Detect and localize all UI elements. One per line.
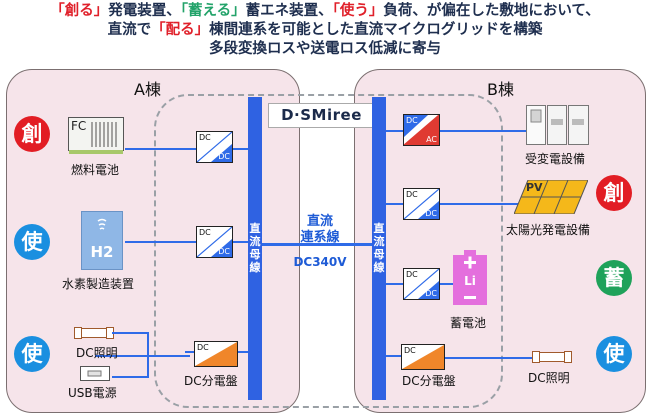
dc-panel-b: DC <box>401 344 445 370</box>
h2-mark: H2 <box>90 243 114 261</box>
bus-b <box>372 97 386 400</box>
battery-icon: Li <box>453 250 487 305</box>
battery-label: 蓄電池 <box>450 316 487 330</box>
header-l1-s6: 負荷、が偏在した敷地において、 <box>383 3 600 19</box>
line-a-load <box>95 355 190 357</box>
substation-icon <box>526 105 590 145</box>
dc-panel-a-label: DC分電盤 <box>184 374 238 388</box>
tie-label-2: 連系線 <box>300 230 340 245</box>
dc-panel-a-mark: DC <box>197 343 209 352</box>
tie-label-1: 直流 <box>306 214 333 229</box>
dsmiree-logo: D·SMiree <box>268 103 375 128</box>
pv-label: 太陽光発電設備 <box>506 223 591 237</box>
load-bracket-a <box>112 332 149 378</box>
header-line-1: 「創る」発電装置、「蓄える」蓄エネ装置、「使う」負荷、が偏在した敷地において、 <box>0 2 650 20</box>
converter-fc-in: DC <box>199 133 211 142</box>
dc-grid-boundary <box>154 94 503 408</box>
line-h2 <box>125 241 248 243</box>
converter-h2-in: DC <box>199 228 211 237</box>
role-store-b: 蓄 <box>596 260 632 296</box>
tie-line <box>262 243 372 246</box>
role-use-a2: 使 <box>14 336 50 372</box>
converter-h2: DC DC <box>196 226 233 258</box>
converter-substation-in: DC <box>406 116 418 125</box>
role-create-b: 創 <box>596 175 632 211</box>
tie-voltage: DC340V <box>293 255 347 269</box>
converter-battery: DC DC <box>403 268 440 300</box>
dc-panel-b-mark: DC <box>404 346 416 355</box>
header-l1-s4: 蓄エネ装置、 <box>245 3 333 19</box>
line-pv <box>386 203 519 205</box>
dc-light-b-icon <box>532 349 572 365</box>
h2-plant-icon: H2 <box>81 211 123 270</box>
dc-light-a-label: DC照明 <box>76 346 118 360</box>
dc-light-a-icon <box>74 325 114 341</box>
bus-b-label: 直流母線 <box>373 222 385 274</box>
converter-substation-out: AC <box>426 135 437 144</box>
converter-pv: DC DC <box>403 188 440 220</box>
converter-substation: DC AC <box>403 114 440 146</box>
building-a-label: A棟 <box>134 80 161 99</box>
role-create-a: 創 <box>14 116 50 152</box>
converter-fc: DC DC <box>196 131 233 163</box>
header-l1-s1: 「創る」 <box>50 3 109 19</box>
header-l1-s2: 発電装置、 <box>108 3 181 19</box>
h2-plant-label: 水素製造装置 <box>62 277 135 291</box>
role-use-a1: 使 <box>14 224 50 260</box>
converter-battery-in: DC <box>406 270 418 279</box>
line-substation <box>386 130 526 132</box>
pv-icon: PV <box>513 179 589 215</box>
fuel-cell-label: 燃料電池 <box>71 163 120 177</box>
substation-label: 受変電設備 <box>525 152 586 166</box>
converter-fc-out: DC <box>218 152 230 161</box>
dc-panel-b-label: DC分電盤 <box>402 374 456 388</box>
header-line-3: 多段変換ロスや送電ロス低減に寄与 <box>209 41 441 57</box>
usb-icon <box>80 366 110 381</box>
header-l1-s5: 「使う」 <box>332 3 384 19</box>
dc-panel-a: DC <box>194 341 238 367</box>
line-fc <box>125 148 248 150</box>
header-l2-s2: 「配る」 <box>151 22 210 38</box>
header-line-2: 直流で「配る」棟間連系を可能とした直流マイクログリッドを構築 <box>0 21 650 39</box>
building-b-label: B棟 <box>487 80 514 99</box>
converter-h2-out: DC <box>218 247 230 256</box>
pv-mark: PV <box>526 181 543 194</box>
dc-light-b-label: DC照明 <box>528 371 570 385</box>
converter-battery-out: DC <box>425 289 437 298</box>
fuel-cell-mark: FC <box>71 119 87 133</box>
bus-a-label: 直流母線 <box>249 222 261 274</box>
header-l2-s1: 直流で <box>107 22 152 38</box>
converter-pv-out: DC <box>425 209 437 218</box>
converter-pv-in: DC <box>406 190 418 199</box>
usb-label: USB電源 <box>68 386 117 400</box>
header-l1-s3: 「蓄える」 <box>180 3 246 19</box>
role-use-b: 使 <box>596 336 632 372</box>
line-b-light <box>428 357 532 359</box>
header-l2-s3: 棟間連系を可能とした直流マイクログリッドを構築 <box>209 22 543 38</box>
fuel-cell-icon: FC <box>68 117 124 155</box>
bus-a <box>248 97 262 400</box>
battery-mark: Li <box>464 274 476 288</box>
